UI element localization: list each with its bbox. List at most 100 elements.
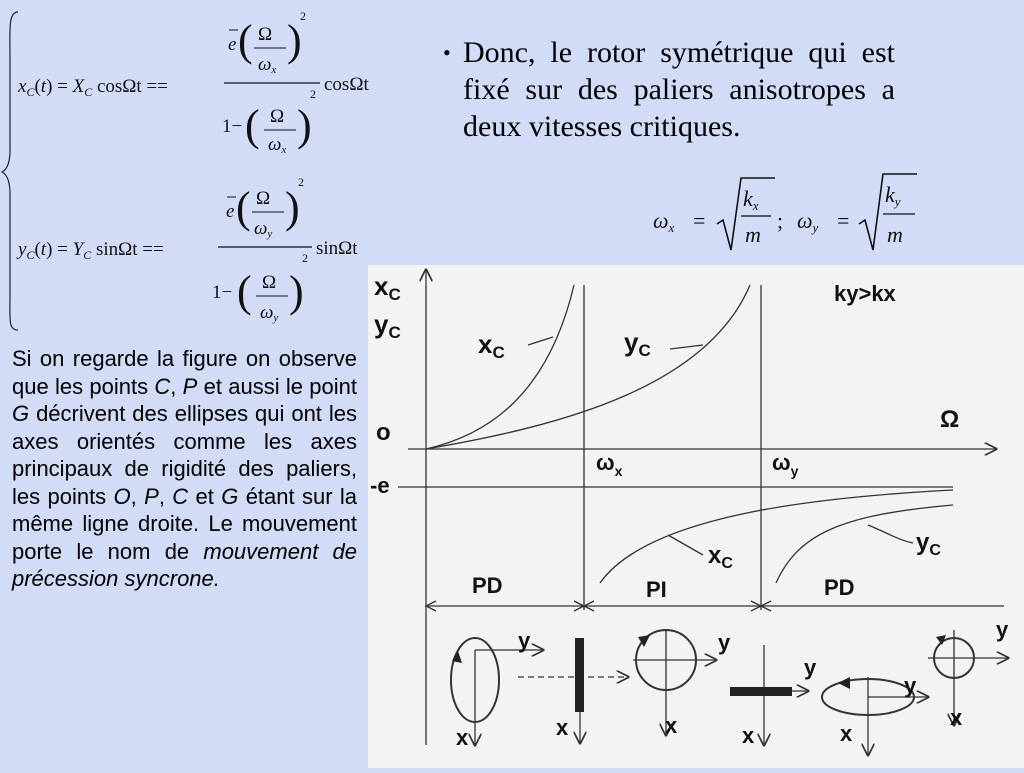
rotation-arrow-icon	[638, 635, 650, 647]
bullet-text: Donc, le rotor symétrique qui est fixé s…	[463, 36, 895, 143]
orbit-sketch-5: y x	[821, 673, 928, 755]
svg-text:yC(t) = YC sinΩt ==: yC(t) = YC sinΩt ==	[16, 239, 164, 262]
eq-x-num-omega: Ω	[258, 24, 272, 45]
axis-label-yc-sub: C	[388, 323, 400, 342]
paragraph-run: ,	[130, 483, 145, 509]
eq-y-trig-right: sinΩt	[316, 238, 358, 259]
paragraph-run: et	[188, 483, 222, 509]
region-arrow-icon	[424, 600, 437, 612]
axis-label-xc: x	[374, 271, 389, 301]
paragraph-italic-run: C	[172, 483, 189, 509]
paragraph-italic-run: P	[182, 373, 198, 399]
leader-line	[867, 524, 914, 544]
eq-y-num-e: e	[226, 201, 234, 222]
equation-system: xC(t) = XC cosΩt == e ( Ω ωx ) 2 1− ( Ω …	[0, 0, 420, 335]
paragraph-run: ,	[158, 483, 173, 509]
orbit-1-x-label: x	[456, 725, 469, 750]
eq-y-amp: Y	[73, 239, 86, 260]
eq-x-eqeq: ==	[146, 76, 167, 97]
ky-sub: y	[893, 194, 901, 209]
eq-y-den-one: 1−	[212, 282, 232, 303]
eq-x-amp-sub: C	[84, 85, 93, 99]
critical-speed-formula: ωx = kx m ; ωy = ky m	[645, 172, 930, 258]
kx-k: k	[743, 186, 754, 211]
curve-label-xc-upper: x	[478, 329, 493, 359]
paragraph-run: Si on regarde la figure on observe que l…	[12, 346, 357, 399]
equation-system-svg: xC(t) = XC cosΩt == e ( Ω ωx ) 2 1− ( Ω …	[0, 9, 369, 331]
eq-y-den-omega: Ω	[262, 272, 276, 293]
eq-x-amp: X	[72, 76, 86, 97]
region-arrow-icon	[573, 600, 595, 612]
wy-eq: =	[837, 208, 849, 233]
orbit-1-y-label: y	[518, 628, 531, 653]
eq-x-den-sq: 2	[310, 87, 316, 101]
eq-x-lhs: x	[17, 76, 27, 97]
omega-x-label-sub: x	[615, 463, 623, 479]
eq-y-eqeq: ==	[142, 239, 163, 260]
svg-text:ky: ky	[885, 182, 901, 209]
rotation-arrow-icon	[936, 635, 946, 645]
orbit-sketch-2: x	[518, 638, 628, 743]
sqrt-icon	[716, 177, 775, 251]
svg-text:(: (	[238, 16, 253, 65]
orbit-6-y-label: y	[996, 617, 1009, 642]
orbit-sketch-3: y x	[633, 629, 731, 738]
svg-text:xC: xC	[478, 329, 505, 362]
svg-text:yC: yC	[374, 309, 401, 342]
curve-label-yc-upper: y	[624, 327, 639, 357]
eq-x-den-wsub: x	[280, 144, 286, 156]
formula-sep: ;	[777, 208, 783, 233]
svg-text:xC(t) = XC cosΩt ==: xC(t) = XC cosΩt ==	[17, 76, 168, 99]
svg-text:(: (	[245, 101, 260, 150]
wy-sub: y	[811, 220, 819, 235]
svg-text:kx: kx	[743, 186, 759, 213]
curve-label-yc-lower: y	[916, 529, 930, 556]
orbit-3-x-label: x	[665, 713, 678, 738]
omega-y-label: ω	[772, 450, 791, 475]
wx-sub: x	[668, 220, 675, 235]
wx-omega: ω	[653, 208, 669, 233]
eq-x-den-one: 1−	[222, 116, 242, 137]
orbit-sketch-1: y x	[450, 628, 543, 750]
svg-text:ωy: ωy	[254, 218, 272, 240]
bullet-point: • Donc, le rotor symétrique qui est fixé…	[443, 34, 895, 145]
sqrt-icon	[858, 173, 917, 251]
curve-yc-lower	[775, 504, 954, 584]
svg-text:xC: xC	[708, 542, 733, 572]
paragraph-run: ,	[170, 373, 183, 399]
eq-y-den-sq: 2	[302, 251, 308, 265]
omega-x-label: ω	[596, 450, 615, 475]
eq-y-num-wsub: y	[266, 228, 272, 240]
leader-line	[667, 534, 704, 556]
svg-text:yC: yC	[916, 529, 941, 559]
orbit-sketch-4: y x	[730, 645, 817, 748]
leader-line	[669, 344, 704, 350]
orbit-5-y-label: y	[904, 673, 917, 698]
svg-text:(: (	[237, 267, 252, 316]
eq-x-den-w: ω	[268, 134, 281, 155]
origin-label: o	[376, 419, 391, 446]
orbit-sketch-6: y x	[928, 617, 1009, 730]
svg-text:(: (	[236, 183, 251, 232]
curve-label-yc-upper-sub: C	[638, 341, 650, 360]
paragraph-run: et aussi le point	[197, 373, 357, 399]
eq-y-eq: =	[57, 239, 68, 260]
svg-text:): )	[285, 183, 300, 232]
paragraph-run: étant sur la même ligne droite. Le mouve…	[12, 483, 357, 564]
axis-label-yc: y	[374, 309, 389, 339]
curve-label-xc-lower-sub: C	[721, 555, 733, 572]
eq-x-num-wsub: x	[270, 64, 276, 76]
region-arrow-icon	[750, 600, 772, 612]
orbit-2-x-label: x	[556, 715, 569, 740]
eq-y-num-omega: Ω	[256, 188, 270, 209]
paragraph-run: décrivent des ellipses qui ont les axes …	[12, 401, 357, 509]
critical-speed-svg: ωx = kx m ; ωy = ky m	[653, 173, 917, 251]
region-label-pd-1: PD	[472, 573, 503, 598]
explanation-paragraph: Si on regarde la figure on observe que l…	[12, 345, 357, 593]
curve-label-xc-lower: x	[708, 542, 722, 569]
svg-text:ωx: ωx	[596, 450, 623, 479]
svg-text:): )	[287, 16, 302, 65]
paragraph-italic-run: O	[113, 483, 131, 509]
paragraph-italic-run: G	[12, 401, 30, 426]
paragraph-italic-run: C	[154, 373, 171, 399]
